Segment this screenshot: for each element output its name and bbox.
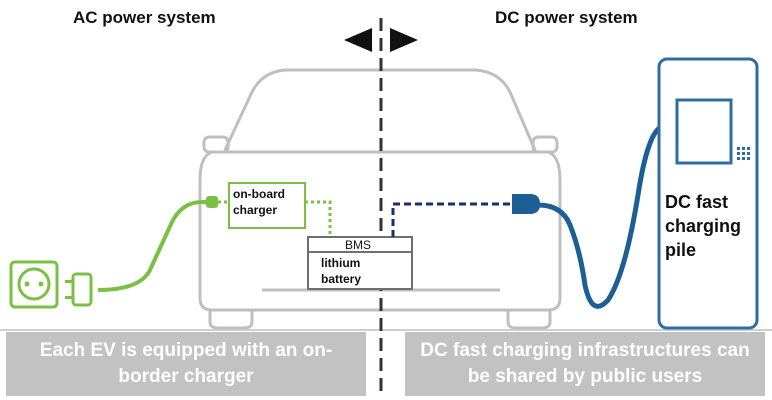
battery-label: lithium battery (321, 256, 362, 286)
dc-cable (535, 123, 666, 309)
car-body (198, 150, 562, 312)
ac-system-heading: AC power system (73, 8, 216, 27)
ac-caption: Each EV is equipped with an on-border ch… (6, 332, 366, 396)
dc-wire (391, 202, 512, 237)
car-mirror-right (531, 135, 559, 154)
wall-socket-icon (9, 260, 59, 309)
dc-system-heading: DC power system (495, 8, 638, 27)
arrow-right-icon (390, 28, 418, 52)
car-wheel-right (506, 310, 552, 330)
arrow-left-icon (344, 28, 372, 52)
ac-cable (97, 200, 212, 292)
car-mirror-left (202, 135, 230, 154)
ac-caption-text: Each EV is equipped with an on-border ch… (39, 340, 333, 387)
charger-to-battery-wire (305, 200, 332, 236)
dc-pile-label: DC fast charging pile (665, 192, 742, 260)
ac-inlet (206, 196, 218, 208)
onboard-charger-label: on-board charger (233, 187, 285, 217)
car-wheel-left (208, 310, 254, 330)
car-outline (198, 68, 562, 330)
dc-pile-screen (675, 98, 733, 165)
dc-pile-keypad (737, 147, 750, 160)
onboard-charger-box (228, 182, 306, 229)
dc-caption: DC fast charging infrastructures can be … (405, 332, 765, 396)
dc-caption-text: DC fast charging infrastructures can be … (420, 340, 750, 387)
dc-connector (512, 194, 540, 214)
plug-icon (65, 272, 93, 307)
bms-label: BMS (345, 238, 372, 252)
battery-box (307, 236, 413, 290)
